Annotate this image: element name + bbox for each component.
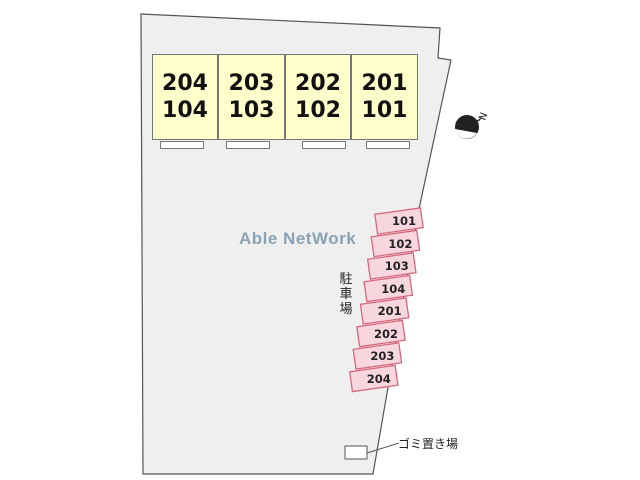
parking-area [348,207,424,393]
unit-number-lower: 103 [228,98,275,123]
entrance-step [160,141,204,149]
unit-number-upper: 202 [295,71,341,96]
unit-number-upper: 203 [228,71,275,96]
watermark: Able NetWork [239,229,357,248]
parking-space-103 [366,252,417,280]
parking-space-104 [363,274,414,303]
trash-leader-line [366,442,400,454]
trash-label: ゴミ置き場 [398,437,459,451]
building-unit-201-101: 201 101 [351,54,418,140]
parking-space-label: 103 [384,259,409,273]
unit-number-upper: 204 [162,71,208,96]
parking-space-203 [352,342,403,370]
parking-space-label: 202 [374,326,399,341]
building-unit-202-102: 202 102 [285,54,351,140]
unit-number-upper: 201 [361,71,408,96]
parking-space-label: 102 [388,236,413,251]
unit-number-lower: 101 [361,98,408,123]
trash-area [344,445,368,460]
entrance-step [302,141,346,149]
building-unit-204-104: 204 104 [152,54,218,140]
parking-space-label: 203 [370,349,395,363]
entrance-step [366,141,410,149]
parking-space-201 [359,297,410,325]
parking-space-label: 101 [392,214,417,228]
compass-icon [455,115,483,139]
parking-space-102 [370,229,421,258]
parking-space-label: 201 [377,304,402,318]
building-unit-203-103: 203 103 [218,54,285,140]
entrance-step [226,141,270,149]
parking-space-label: 104 [381,281,406,296]
parking-space-202 [356,319,406,348]
parking-space-101 [374,207,424,235]
parking-space-label: 204 [366,371,391,386]
parking-label: 駐車場 [339,272,353,317]
compass-north-label: N [477,111,490,122]
unit-number-lower: 102 [295,98,341,123]
unit-number-lower: 104 [162,98,208,123]
parking-space-204 [348,364,399,393]
